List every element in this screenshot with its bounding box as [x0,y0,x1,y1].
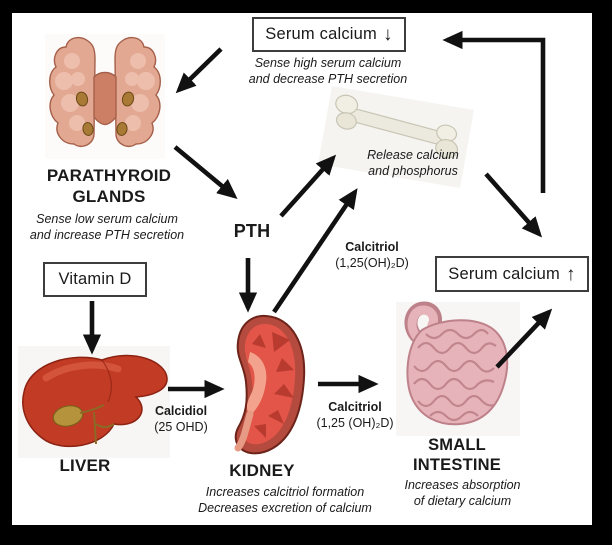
bone-note: Release calcium and phosphorus [367,148,459,178]
small-intestine-icon [396,301,520,436]
liver-title: LIVER [59,456,111,475]
serum-decrease-note: Sense high serum calcium and decrease PT… [248,56,408,86]
calcitriol-to-intestine-label: Calcitriol (1,25 (OH)₂D) [316,400,394,430]
down-arrow-icon: ↓ [383,24,393,45]
kidney-icon [234,314,306,455]
calcidiol-label: Calcidiol (25 OHD) [154,404,208,434]
kidney-note: Increases calcitriol formation Decreases… [198,485,372,515]
kidney-title: KIDNEY [229,461,295,480]
vitamin-d-label: Vitamin D [58,270,132,288]
serum-calcium-decrease-label: Serum calcium [265,25,377,43]
small-intestine-title: SMALL INTESTINE [413,436,501,475]
up-arrow-icon: ↑ [566,263,576,285]
small-intestine-note: Increases absorption of dietary calcium [404,478,521,508]
parathyroid-title: PARATHYROID GLANDS [46,166,172,206]
parathyroid-gland-icon [45,34,165,159]
calcitriol-to-bone-label: Calcitriol (1,25(OH)₂D) [335,240,409,270]
parathyroid-note: Sense low serum calcium and increase PTH… [29,212,185,242]
serum-calcium-increase-label: Serum calcium [448,264,560,283]
serum-calcium-decrease-box: Serum calcium ↓ [252,17,406,52]
serum-calcium-increase-box: Serum calcium ↑ [435,256,589,292]
bone-icon [318,86,474,188]
pth-label: PTH [233,221,271,241]
liver-icon [18,346,170,458]
vitamin-d-box: Vitamin D [43,262,147,297]
